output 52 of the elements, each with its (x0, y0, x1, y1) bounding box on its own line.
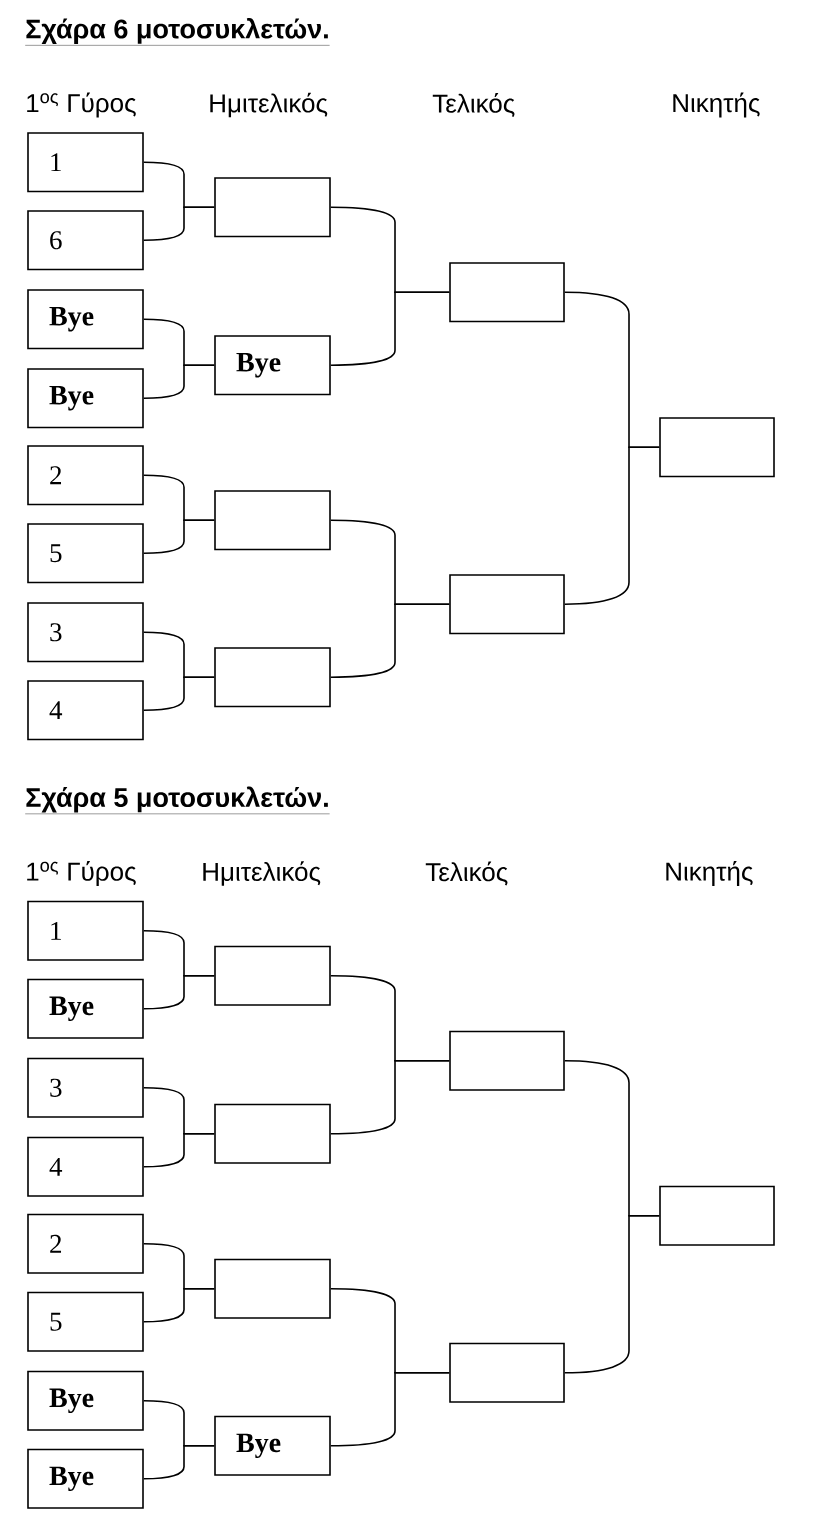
bracket-box (214, 647, 331, 708)
bracket-box: 1 (27, 132, 144, 193)
bracket-connector (564, 446, 660, 605)
column-heading: Νικητής (673, 92, 760, 118)
bracket-box: Bye (27, 1448, 144, 1509)
bracket-connector (143, 1133, 215, 1168)
bracket-connector (143, 676, 215, 711)
bracket-box: 5 (27, 523, 144, 584)
bracket-box (449, 262, 565, 323)
bracket-box (214, 490, 331, 551)
bracket-box: Bye (27, 368, 144, 429)
column-heading: Ημιτελικός (203, 861, 321, 886)
bracket-box: 2 (27, 445, 144, 506)
column-heading: Τελικός (432, 92, 515, 118)
bracket-box: Bye (27, 978, 144, 1039)
bracket-box (214, 177, 331, 238)
bracket-connector (143, 364, 215, 399)
bracket-box: 2 (27, 1213, 144, 1274)
bracket-box: 4 (27, 1136, 144, 1197)
heading: Σχάρα 6 μοτοσυκλετών. (25, 18, 330, 46)
bracket-box: 4 (27, 680, 144, 741)
bracket-box: 6 (27, 210, 144, 271)
bracket-connector (143, 519, 215, 554)
column-heading: Ημιτελικός (210, 92, 328, 118)
bracket-connector (330, 1060, 450, 1135)
bracket-box (214, 1103, 331, 1164)
bracket-connector (330, 291, 450, 366)
bracket-box: Bye (27, 1370, 144, 1431)
bracket-box (449, 574, 565, 635)
bracket-box: Bye (27, 289, 144, 350)
bracket-box: Bye (214, 335, 331, 396)
bracket-box (214, 1258, 331, 1319)
bracket-box (659, 417, 775, 478)
bracket-box: 5 (27, 1291, 144, 1352)
bracket-box (214, 945, 331, 1006)
bracket-box: Bye (214, 1415, 331, 1476)
bracket-box: 3 (27, 1057, 144, 1118)
column-heading: Νικητής (666, 861, 753, 886)
heading: Σχάρα 5 μοτοσυκλετών. (25, 786, 330, 815)
bracket-connector (143, 206, 215, 241)
bracket-connector (143, 1445, 215, 1480)
column-heading: Τελικός (425, 861, 508, 886)
bracket-box (449, 1030, 565, 1091)
bracket-connector (564, 1215, 660, 1374)
bracket-box: 1 (27, 900, 144, 961)
bracket-connector (330, 1372, 450, 1447)
bracket-box (449, 1342, 565, 1403)
bracket-connector (143, 1288, 215, 1323)
bracket-connector (143, 975, 215, 1010)
bracket-box: 3 (27, 602, 144, 663)
bracket-connector (330, 603, 450, 678)
bracket-box (659, 1185, 775, 1246)
